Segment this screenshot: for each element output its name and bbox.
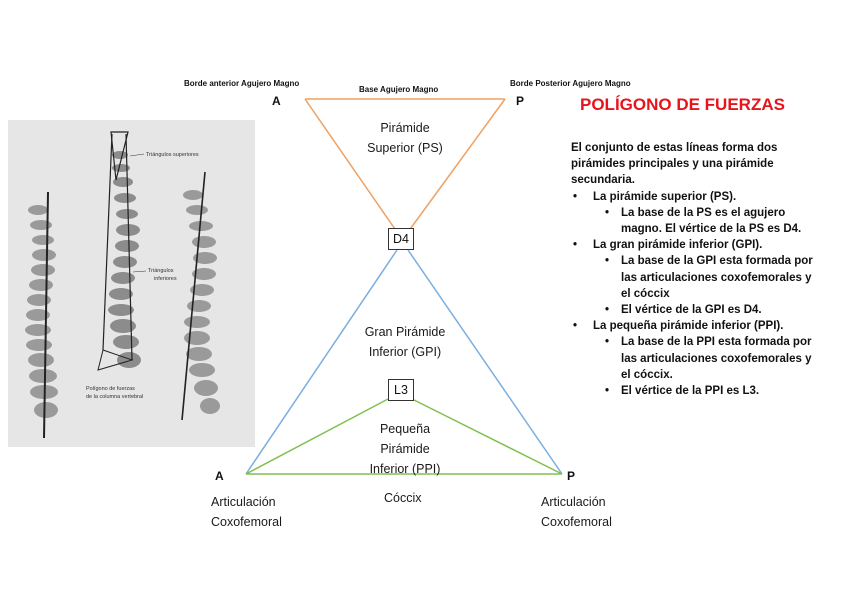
small-right-edge <box>411 398 563 475</box>
great-right-edge <box>407 249 563 475</box>
spine-photo: Triángulos superiores Triángulos inferio… <box>8 120 255 447</box>
small-left-edge <box>245 398 389 475</box>
label-posterior-border: Borde Posterior Agujero Magno <box>510 79 631 88</box>
small-pyramid-label: Pequeña Pirámide Inferior (PPI) <box>369 422 441 476</box>
coccyx-label: Cóccix <box>384 491 422 505</box>
list-item: La base de la GPI esta formada por las a… <box>571 253 819 302</box>
list-item: La base de la PPI esta formada por las a… <box>571 334 819 383</box>
label-anterior-border: Borde anterior Agujero Magno <box>184 79 300 88</box>
point-p-top: P <box>516 94 525 108</box>
d4-box: D4 <box>388 228 414 250</box>
photo-caption-1: Polígono de fuerzas <box>86 386 135 392</box>
description-panel: El conjunto de estas líneas forma dos pi… <box>571 140 819 399</box>
point-a-bottom: A <box>215 469 224 483</box>
photo-caption-2: de la columna vertebral <box>86 394 143 400</box>
upper-pyramid-label: Pirámide Superior (PS) <box>367 121 443 155</box>
upper-right-edge <box>407 98 506 233</box>
great-pyramid-label: Gran Pirámide Inferior (GPI) <box>364 325 446 359</box>
hip-joint-right-label: Articulación Coxofemoral <box>541 495 612 529</box>
great-left-edge <box>245 249 398 475</box>
list-item: La base de la PS es el agujero magno. El… <box>571 205 819 237</box>
photo-label-lower-2: inferiores <box>154 276 177 282</box>
list-item: La pequeña pirámide inferior (PPI). <box>571 318 819 334</box>
photo-label-upper: Triángulos superiores <box>146 152 199 158</box>
list-item: El vértice de la GPI es D4. <box>571 302 819 318</box>
spine-illustration: Triángulos superiores Triángulos inferio… <box>8 120 255 447</box>
photo-label-lower-1: Triángulos <box>148 268 174 274</box>
point-p-bottom: P <box>567 469 576 483</box>
upper-left-edge <box>304 98 398 233</box>
page-title: POLÍGONO DE FUERZAS <box>580 95 785 114</box>
description-list: La pirámide superior (PS). La base de la… <box>571 189 819 400</box>
intro-text: El conjunto de estas líneas forma dos pi… <box>571 142 778 187</box>
label-base-foramen: Base Agujero Magno <box>359 85 439 94</box>
l3-box: L3 <box>388 379 414 401</box>
list-item: La pirámide superior (PS). <box>571 189 819 205</box>
hip-joint-left-label: Articulación Coxofemoral <box>211 495 282 529</box>
point-a-top: A <box>272 94 281 108</box>
list-item: El vértice de la PPI es L3. <box>571 383 819 399</box>
list-item: La gran pirámide inferior (GPI). <box>571 237 819 253</box>
